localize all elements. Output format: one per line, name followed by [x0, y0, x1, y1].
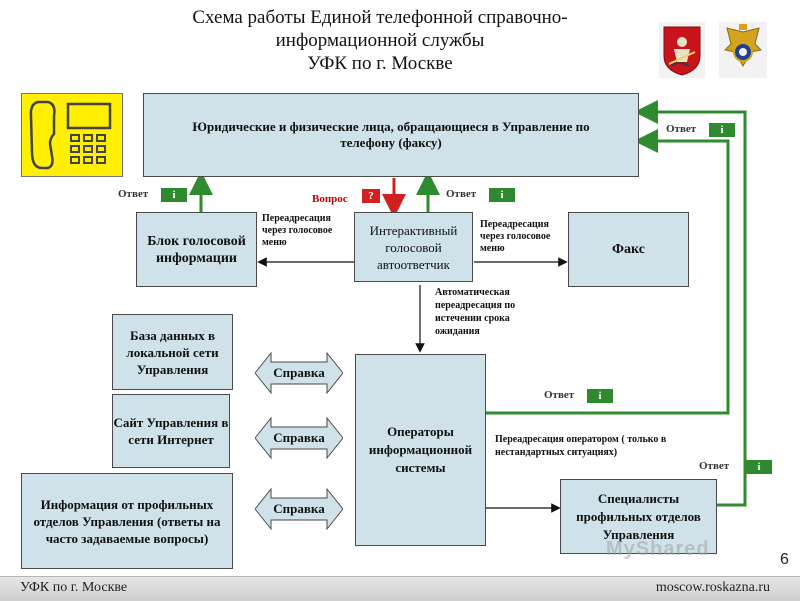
question-tag: Вопрос: [312, 193, 348, 205]
answer-arrow-specialists: [634, 100, 747, 507]
reference-label-2: Справка: [273, 430, 325, 445]
info-departments-label: Информация от профильных отделов Управле…: [33, 496, 221, 546]
clients-label: Юридические и физические лица, обращающи…: [192, 119, 590, 150]
answer-tag-specialists: Ответ: [699, 460, 730, 472]
database-label: База данных в локальной сети Управления: [126, 327, 219, 377]
watermark: MyShared: [606, 538, 710, 560]
answer-arrow-operators: [486, 129, 730, 415]
info-icon: i: [746, 460, 772, 474]
website-label: Сайт Управления в сети Интернет: [113, 415, 229, 447]
redirect-label-left: Переадресация через голосовое меню: [262, 213, 333, 248]
ivr-box: Интерактивный голосовой автоответчик: [354, 212, 473, 282]
info-icon: i: [709, 123, 735, 137]
info-icon: i: [587, 389, 613, 403]
specialists-label: Специалисты профильных отделов Управлени…: [576, 490, 701, 542]
operators-box: Операторы информационной системы: [355, 354, 486, 546]
footer-bar: [0, 576, 800, 601]
page-number: 6: [780, 551, 789, 568]
title-line-3: УФК по г. Москве: [307, 53, 453, 74]
phone-illustration: [21, 93, 123, 177]
operator-redirect-label: Переадресация оператором ( только в нест…: [495, 434, 667, 458]
fax-box: Факс: [568, 212, 689, 287]
reference-arrow-website: [255, 416, 343, 460]
question-icon: ?: [362, 189, 380, 203]
info-icon: i: [489, 188, 515, 202]
info-icon: i: [161, 188, 187, 202]
operators-label: Операторы информационной системы: [368, 424, 473, 475]
reference-label-3: Справка: [273, 501, 325, 516]
reference-arrow-database: [255, 351, 343, 395]
auto-redirect-label: Автоматическая переадресация по истечени…: [435, 287, 516, 337]
answer-tag-operators: Ответ: [544, 389, 575, 401]
ivr-label: Интерактивный голосовой автоответчик: [369, 222, 458, 272]
title-line-2: информационной службы: [275, 30, 485, 51]
fax-label: Факс: [612, 241, 645, 257]
reference-label-1: Справка: [273, 365, 325, 380]
footer-right: moscow.roskazna.ru: [655, 580, 770, 595]
info-departments-box: Информация от профильных отделов Управле…: [21, 473, 233, 569]
moscow-coat-of-arms-icon: [659, 22, 705, 78]
phone-icon: [29, 100, 112, 170]
footer-left: УФК по г. Москве: [20, 580, 128, 595]
voice-block-box: Блок голосовой информации: [136, 212, 257, 287]
title-line-1: Схема работы Единой телефонной справочно…: [192, 7, 568, 28]
answer-tag-top-right: Ответ: [666, 123, 697, 135]
diagram-title: Схема работы Единой телефонной справочно…: [120, 6, 640, 75]
treasury-eagle-emblem-icon: [719, 22, 767, 78]
reference-arrow-info: [255, 487, 343, 531]
voice-block-label: Блок голосовой информации: [147, 233, 246, 266]
redirect-label-right: Переадресация через голосовое меню: [480, 219, 551, 254]
website-box: Сайт Управления в сети Интернет: [112, 394, 230, 468]
database-box: База данных в локальной сети Управления: [112, 314, 233, 390]
answer-tag-voice: Ответ: [118, 188, 149, 200]
specialists-box: Специалисты профильных отделов Управлени…: [560, 479, 717, 554]
answer-tag-ivr: Ответ: [446, 188, 477, 200]
clients-box: Юридические и физические лица, обращающи…: [143, 93, 639, 177]
